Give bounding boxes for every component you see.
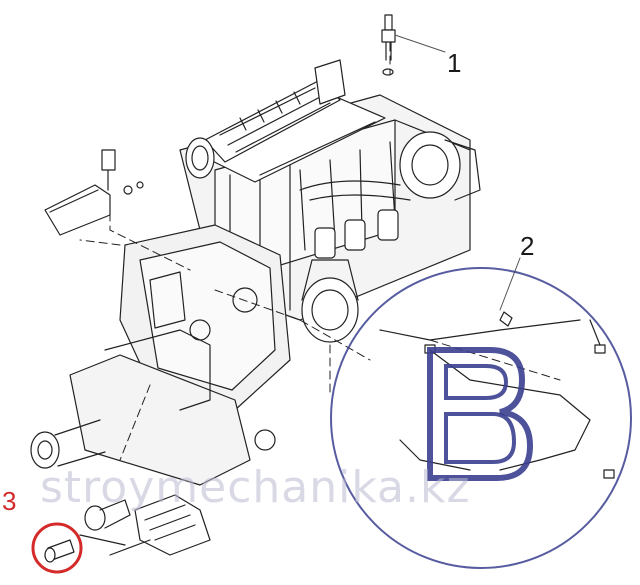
oil-filter <box>301 259 359 343</box>
transmission-housing <box>119 224 291 411</box>
part-1-sensor <box>381 14 396 76</box>
callout-3-label: 3 <box>2 486 17 516</box>
wiring-harness <box>379 311 615 479</box>
watermark-logo <box>330 267 632 569</box>
fuel-injectors <box>299 141 411 259</box>
leader-lines <box>394 34 521 311</box>
part-3-bolt <box>44 539 75 563</box>
alternator <box>399 131 481 201</box>
part-3-highlight-circle <box>31 522 83 574</box>
front-gearbox <box>30 329 276 486</box>
exhaust-flange <box>79 494 211 556</box>
callout-2-label: 2 <box>520 231 535 261</box>
watermark-text: stroymechanika.kz <box>40 462 471 513</box>
intake-manifold <box>185 59 346 179</box>
mounting-bracket <box>44 149 144 236</box>
callout-1-label: 1 <box>447 48 462 78</box>
